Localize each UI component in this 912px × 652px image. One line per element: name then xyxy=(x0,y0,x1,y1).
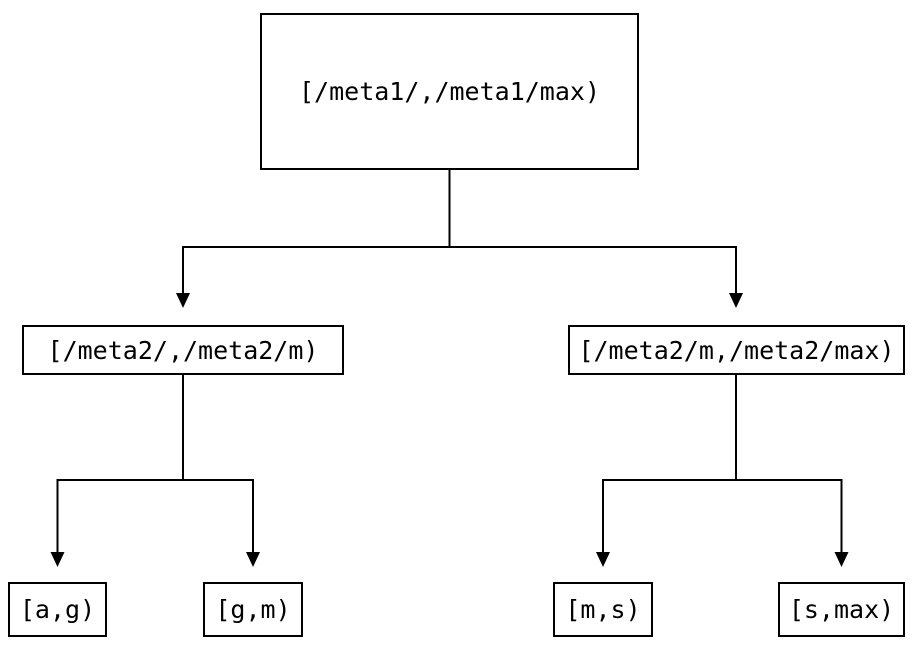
tree-node-leaf-gm: [g,m) xyxy=(203,582,303,637)
arrowhead-down-icon xyxy=(246,552,260,567)
tree-node-leaf-smax: [s,max) xyxy=(778,582,905,637)
arrowhead-down-icon xyxy=(176,293,190,308)
tree-node-leaf-ag: [a,g) xyxy=(8,582,107,637)
arrowhead-down-icon xyxy=(834,552,849,567)
arrowhead-down-icon xyxy=(50,552,65,567)
tree-node-root: [/meta1/,/meta1/max) xyxy=(260,13,639,170)
arrowhead-down-icon xyxy=(729,293,743,308)
tree-node-leaf-ms: [m,s) xyxy=(553,582,653,637)
arrowhead-down-icon xyxy=(596,552,610,567)
tree-node-meta2-left: [/meta2/,/meta2/m) xyxy=(22,325,344,375)
tree-node-meta2-right: [/meta2/m,/meta2/max) xyxy=(568,325,905,375)
